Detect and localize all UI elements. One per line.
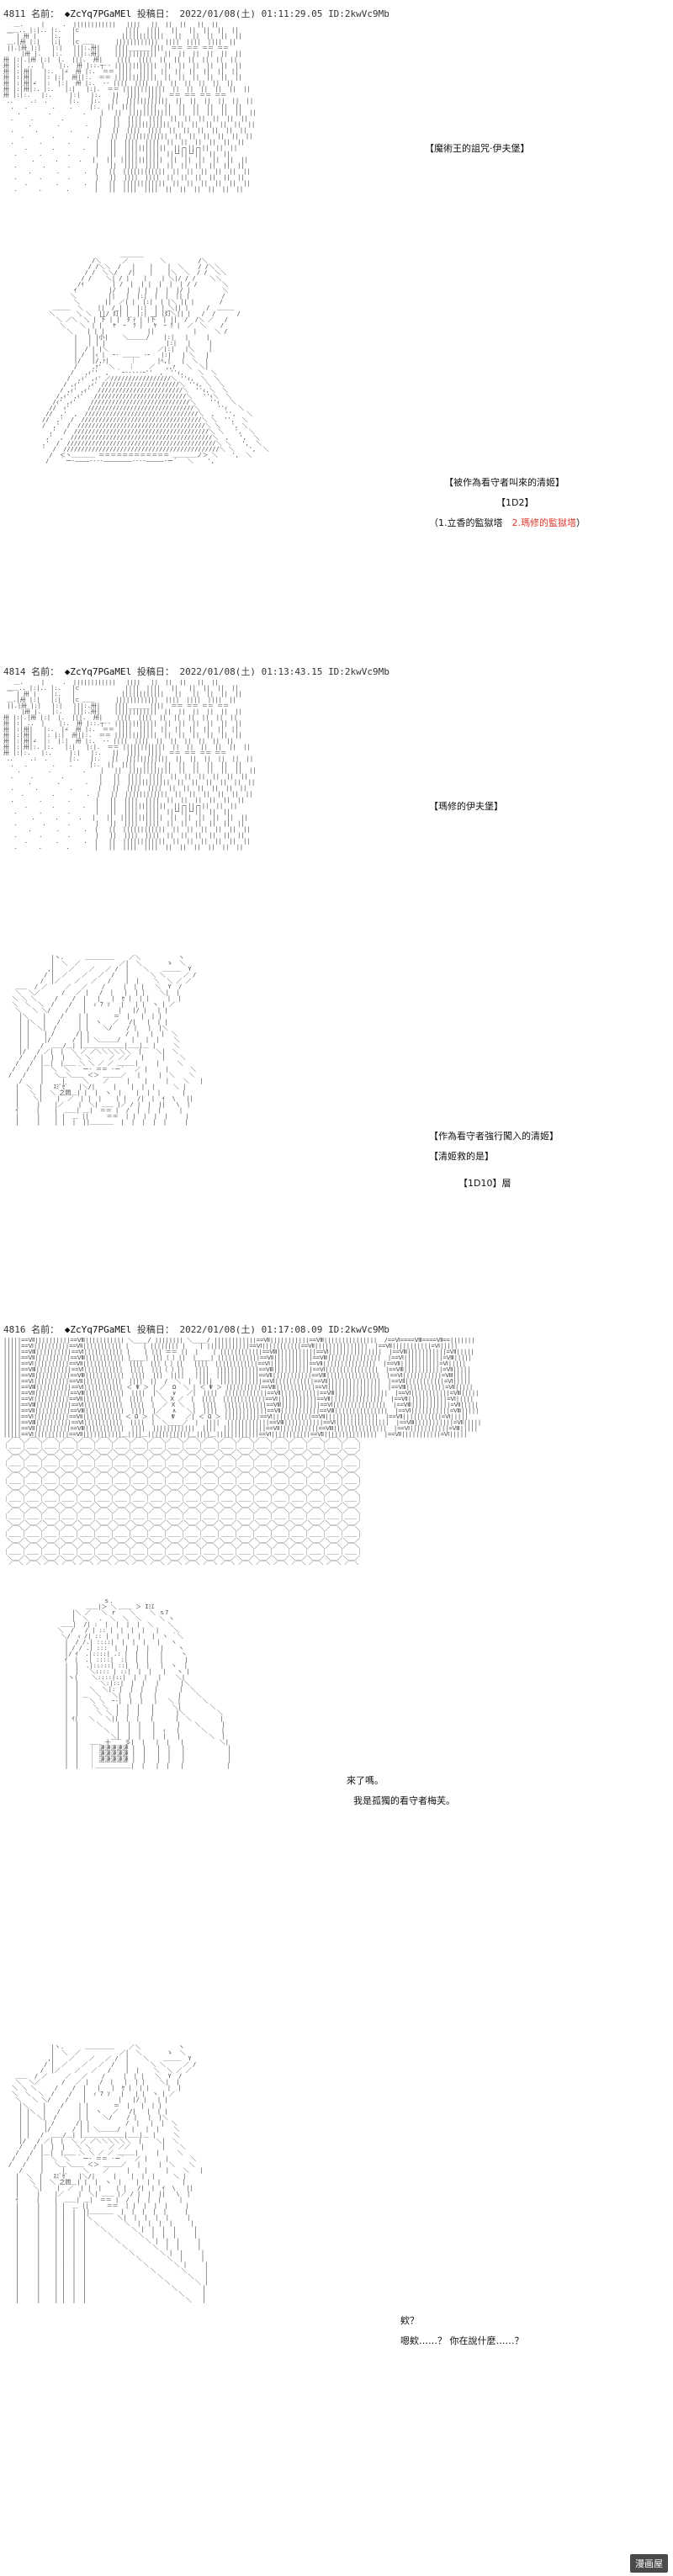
caption-kiyohime-confused: 嗯欸……？ 你在說什麼……？ <box>400 2335 524 2346</box>
option-ritsuka: （1.立香的監獄塔 <box>429 517 503 528</box>
name-label: 名前： <box>31 666 60 677</box>
caption-castle-title: 【魔術王的詛咒‧伊夫堡】 <box>425 143 530 154</box>
post-id: ID:2kwVc9Mb <box>328 1324 389 1335</box>
site-watermark: 漫画屋 <box>630 2554 668 2573</box>
poster-trip: ◆ZcYq7PGaMEl <box>64 1324 132 1335</box>
caption-kiyohime-intrudes: 【作為看守者強行闖入的清姬】 <box>429 1131 559 1142</box>
post-number: 4816 <box>3 1324 26 1335</box>
ascii-art-castle: ̄ ̄ ＿. | . |||||||||||| |||| || || || ||… <box>3 22 257 193</box>
date-label: 投稿日： <box>136 1324 174 1335</box>
caption-dice-1d2: 【1D2】 <box>496 497 534 508</box>
name-label: 名前： <box>31 1324 60 1335</box>
date-label: 投稿日： <box>136 666 174 677</box>
post-header: 4816 名前： ◆ZcYq7PGaMEl 投稿日： 2022/01/08(土)… <box>3 1322 389 1336</box>
ascii-art-kiyohime-2: |ヽ. ＿＿＿＿＿ ／＼ ｀ヽ | ＼ ／ ／| ＼ ゝ ＼ ,| ／ ／ ／ … <box>8 955 204 1126</box>
post-number: 4811 <box>3 8 26 19</box>
ascii-art-throne-room: |||||==Ⅶ||||||||||==Ⅷ||||||||||| ＼____/ … <box>3 1338 482 1565</box>
post-id: ID:2kwVc9Mb <box>328 8 389 19</box>
post-datetime: 2022/01/08(土) 01:17:08.09 <box>179 1324 323 1335</box>
ascii-art-medb-1: ｓ. ＿＿|＞ ＼ ＿＿ ＞ Iﾐｴ |＼ ／ ＼ ｒ｀ ＼ ＼ ｓ7 | ＼ … <box>57 1598 231 1769</box>
ascii-art-kiyohime-1: ＿＿＿＿ /＼ ／ ＼ /＼ / /＼＼ / | | | ＼ / /＼＼ / /… <box>42 252 269 464</box>
date-label: 投稿日： <box>136 8 174 19</box>
caption-dice-1d10: 【1D10】層 <box>458 1178 511 1189</box>
caption-mashu-castle: 【瑪修的伊夫堡】 <box>429 801 503 812</box>
caption-kiyohime-eh: 欸？ <box>400 2315 419 2326</box>
ascii-art-castle-2: ̄ ̄ ＿. | . |||||||||||| |||| || || || ||… <box>3 680 257 851</box>
name-label: 名前： <box>31 8 60 19</box>
caption-kiyohime-saves: 【清姬救的是】 <box>429 1151 494 1162</box>
post-number: 4814 <box>3 666 26 677</box>
caption-medb-came: 來了嗎。 <box>347 1775 384 1786</box>
post-header: 4814 名前： ◆ZcYq7PGaMEl 投稿日： 2022/01/08(土)… <box>3 665 389 678</box>
post-datetime: 2022/01/08(土) 01:11:29.05 <box>179 8 323 19</box>
option-mashu-rolled: 2.瑪修的監獄塔 <box>511 517 577 528</box>
ascii-art-kiyohime-3: |ヽ. ＿＿＿＿＿ ／＼ ｀ヽ | ＼ ／ ／| ＼ ゝ ＼ ,| ／ ／ ／ … <box>8 2044 209 2303</box>
caption-kiyohime-summoned: 【被作為看守者叫來的清姬】 <box>444 477 564 488</box>
post-datetime: 2022/01/08(土) 01:13:43.15 <box>179 666 323 677</box>
post-id: ID:2kwVc9Mb <box>328 666 389 677</box>
caption-medb-intro: 我是孤獨的看守者梅芙。 <box>353 1795 455 1806</box>
post-header: 4811 名前： ◆ZcYq7PGaMEl 投稿日： 2022/01/08(土)… <box>3 7 389 20</box>
caption-tower-options: （1.立香的監獄塔 2.瑪修的監獄塔） <box>429 517 586 528</box>
poster-trip: ◆ZcYq7PGaMEl <box>64 8 132 19</box>
poster-trip: ◆ZcYq7PGaMEl <box>64 666 132 677</box>
